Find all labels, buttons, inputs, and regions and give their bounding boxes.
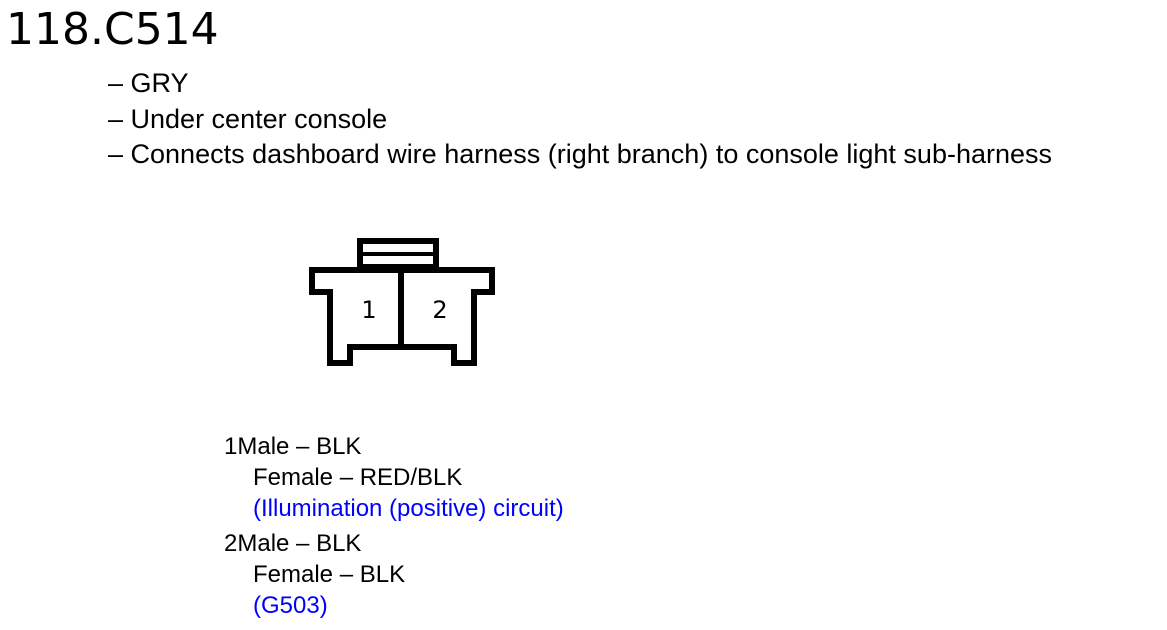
pin-male-wire: Male – BLK [237, 433, 362, 460]
pin-2-label: 2 [432, 296, 447, 324]
pin-number: 2 [224, 530, 238, 557]
pin-1-label: 1 [361, 296, 376, 324]
pin-list: 1Male – BLK Female – RED/BLK (Illuminati… [224, 431, 564, 625]
connector-details: – GRY – Under center console – Connects … [108, 66, 1052, 173]
pin-entry-2: 2Male – BLK Female – BLK (G503) [224, 528, 564, 621]
connector-color: – GRY [108, 68, 189, 98]
pin-number: 1 [224, 433, 238, 460]
pin-male-row: 1Male – BLK [224, 431, 564, 462]
pin-male-wire: Male – BLK [237, 530, 362, 557]
connector-title: 118.C514 [6, 4, 219, 55]
connector-location: – Under center console [108, 103, 388, 134]
pin-circuit-description: (Illumination (positive) circuit) [253, 495, 564, 522]
pin-entry-1: 1Male – BLK Female – RED/BLK (Illuminati… [224, 431, 564, 524]
pin-male-row: 2Male – BLK [224, 528, 564, 559]
connector-body-outline [309, 267, 495, 366]
connector-connection: – Connects dashboard wire harness (right… [108, 139, 1053, 169]
connector-face-diagram: 1 2 [309, 238, 495, 366]
pin-circuit-description: (G503) [253, 592, 328, 619]
pin-female-wire: Female – BLK [253, 561, 406, 588]
pin-female-wire: Female – RED/BLK [253, 464, 463, 491]
